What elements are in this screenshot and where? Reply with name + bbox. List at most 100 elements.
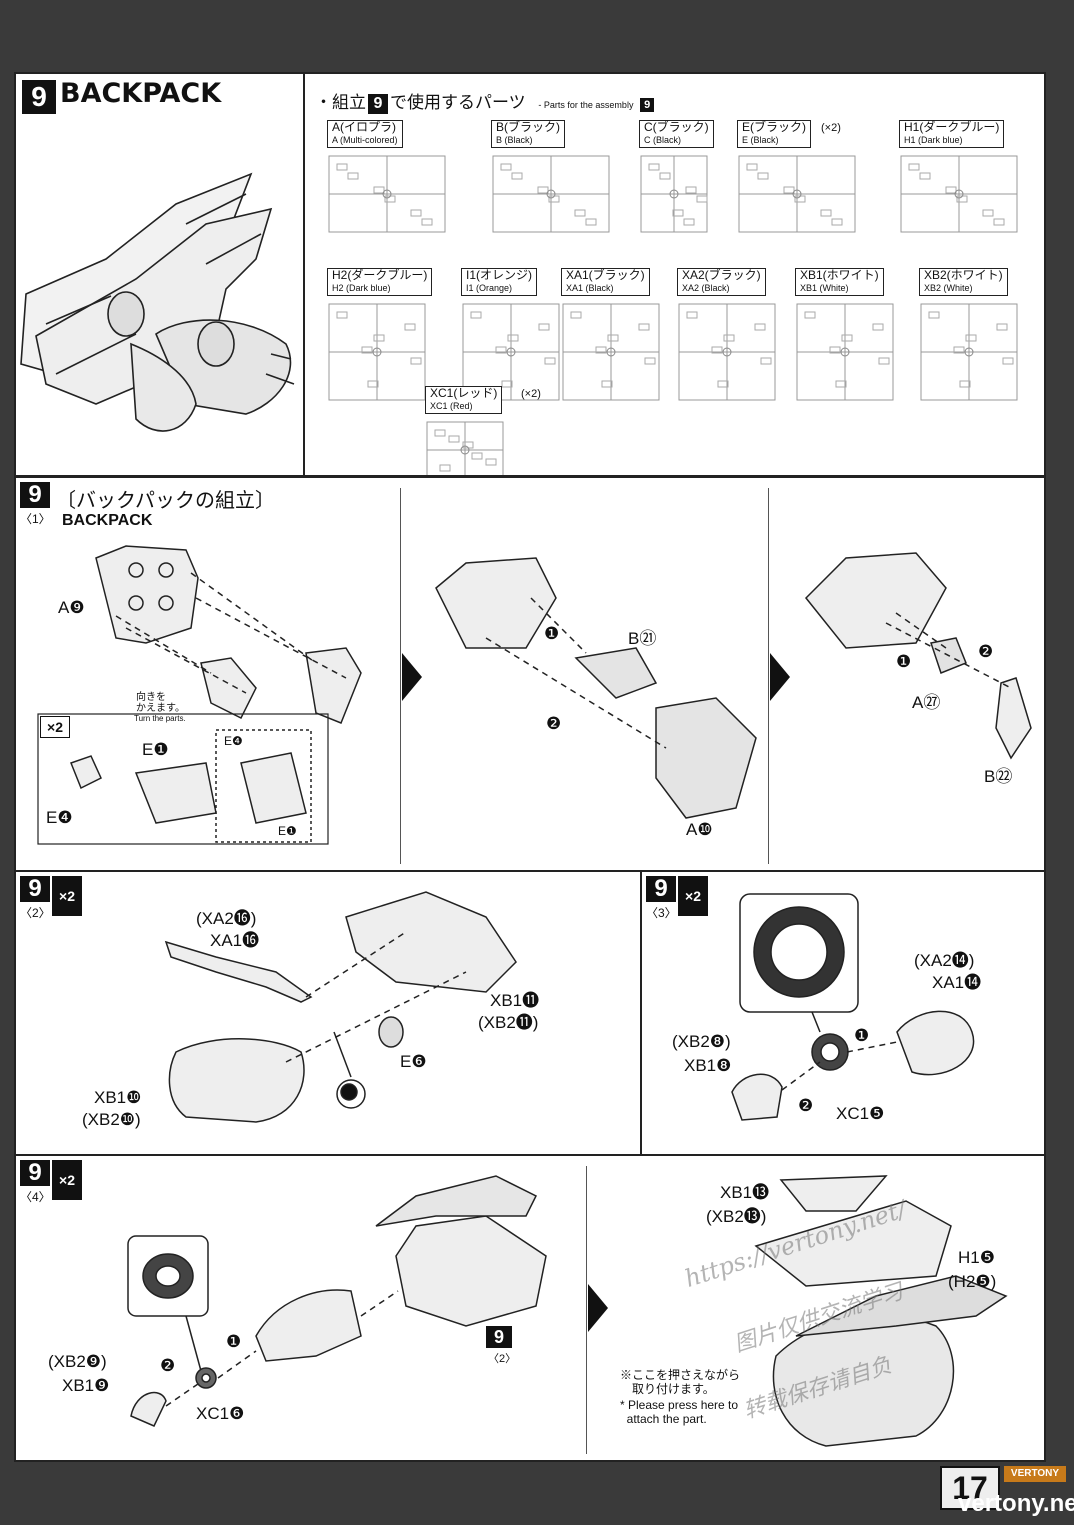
step-3-panel: 9 〈3〉 ×2 (XA2⓮) XA1⓮ (XB2❽) XB1❽ XC1❺ ❶ … (640, 870, 1046, 1156)
label-b21: B㉑ (628, 629, 657, 648)
label-xa1-14: XA1⓮ (932, 973, 982, 992)
turn-parts-note-jp: 向きを かえます。 (136, 692, 185, 714)
parts-heading-en: - Parts for the assembly (538, 100, 634, 110)
x2-badge: ×2 (52, 1160, 82, 1200)
sprue-runner-art (738, 155, 856, 233)
sprue-name-jp: XB1(ホワイト) (800, 268, 879, 282)
next-arrow (770, 653, 790, 701)
section-title: BACKPACK (60, 78, 222, 109)
press-note-jp: ※ここを押さえながら 取り付けます。 (620, 1368, 741, 1396)
parts-heading-jp2: で使用するパーツ (390, 93, 526, 112)
step-num-1: ❶ (896, 652, 912, 671)
sprue-name: I1(オレンジ)I1 (Orange) (461, 268, 538, 296)
sprue-name-jp: H2(ダークブルー) (332, 268, 428, 282)
x2-badge: ×2 (40, 716, 70, 738)
step-num-1: ❶ (226, 1332, 242, 1351)
label-e1-detail: E❶ (278, 824, 297, 838)
sprue-name-en: XA1 (Black) (566, 283, 614, 293)
label-e1: E❶ (142, 740, 169, 759)
brand-url: vertony.net (958, 1490, 1074, 1517)
step-num-2: ❷ (160, 1356, 176, 1375)
sprue-name-jp: H1(ダークブルー) (904, 120, 1000, 134)
sprue-runner-art (796, 303, 894, 401)
step-1-diagram (37, 545, 1032, 845)
divider (586, 1166, 587, 1454)
sprue-name-jp: XA2(ブラック) (682, 268, 761, 282)
label-xb1-9: XB1❾ (62, 1376, 110, 1395)
sprue-name-jp: XA1(ブラック) (566, 268, 645, 282)
sprue-name: XA2(ブラック)XA2 (Black) (677, 268, 766, 296)
sprue-name-en: XB2 (White) (924, 283, 973, 293)
sprue-name: H1(ダークブルー)H1 (Dark blue) (899, 120, 1005, 148)
backpack-preview-panel: 9 BACKPACK (14, 72, 305, 477)
step-num-1: ❶ (854, 1026, 870, 1045)
step-num-1: ❶ (544, 624, 560, 643)
label-xb2-13: (XB2⓭) (706, 1207, 767, 1226)
divider (400, 488, 401, 864)
sprue-name-jp: C(ブラック) (644, 120, 709, 134)
sprue-name: XB1(ホワイト)XB1 (White) (795, 268, 884, 296)
label-xa2-16: (XA2⓰) (196, 909, 257, 928)
sprue-runner-art (920, 303, 1018, 401)
sprue-name: XA1(ブラック)XA1 (Black) (561, 268, 650, 296)
step-title-jp: 〔バックパックの組立〕 (56, 490, 275, 512)
label-a27: A㉗ (912, 693, 941, 712)
sprue-name: XC1(レッド)XC1 (Red) (425, 386, 503, 414)
next-arrow (588, 1284, 608, 1332)
brand-tag: VERTONY (1004, 1466, 1066, 1482)
ref-sub: 〈2〉 (488, 1353, 517, 1365)
label-a9: A❾ (58, 598, 85, 617)
label-h2-5: (H2❺) (948, 1272, 997, 1291)
step-2-diagram (164, 891, 517, 1123)
label-e4-detail: E❹ (224, 734, 243, 748)
label-xb1-11: XB1⓫ (490, 991, 540, 1010)
sprue-runner-art (462, 303, 560, 401)
step-4-diagram (127, 1175, 1008, 1447)
step-4-panel: 9 〈4〉 ×2 (XB2❾) XB1❾ XC1❻ ❶ ❷ 9 〈2〉 (14, 1154, 1046, 1462)
sprue-name: XB2(ホワイト)XB2 (White) (919, 268, 1008, 296)
step-badge: 9 (20, 1160, 50, 1186)
step-title-en: BACKPACK (62, 512, 153, 529)
label-xa2-14: (XA2⓮) (914, 951, 975, 970)
sprue-name-en: E (Black) (742, 135, 779, 145)
label-xb2-10: (XB2❿) (82, 1110, 141, 1129)
step-1-panel: 9 〈1〉 〔バックパックの組立〕 BACKPACK (14, 476, 1046, 872)
turn-parts-note-en: Turn the parts. (134, 714, 186, 723)
parts-heading-jp: ・組立 (315, 93, 366, 112)
label-xb2-9: (XB2❾) (48, 1352, 107, 1371)
label-xb2-11: (XB2⓫) (478, 1013, 539, 1032)
step-num-2: ❷ (546, 714, 562, 733)
backpack-illustration (20, 172, 295, 432)
sprue-name-jp: B(ブラック) (496, 120, 560, 134)
label-xc1-5: XC1❺ (836, 1104, 885, 1123)
press-note-en: * Please press here to attach the part. (620, 1398, 739, 1426)
sprue-runner-art (426, 421, 504, 475)
sprue-runner-art (328, 303, 426, 401)
sprue-name-en: I1 (Orange) (466, 283, 513, 293)
x2-badge: ×2 (52, 876, 82, 916)
label-xb1-8: XB1❽ (684, 1056, 732, 1075)
sprue-runner-art (640, 155, 708, 233)
sprue-runner-art (678, 303, 776, 401)
step-2-panel: 9 〈2〉 ×2 (XA2⓰) XA1⓰ XB1⓫ (XB2⓫) E❻ XB1❿… (14, 870, 642, 1156)
label-xb2-8: (XB2❽) (672, 1032, 731, 1051)
parts-heading-en-badge: 9 (640, 98, 655, 112)
page-number: 17 (940, 1466, 1000, 1510)
sprue-name-jp: A(イロプラ) (332, 120, 396, 134)
sprue-name-jp: I1(オレンジ) (466, 268, 533, 282)
ref-badge: 9 (486, 1326, 512, 1348)
sprue-name-en: B (Black) (496, 135, 533, 145)
label-xc1-6: XC1❻ (196, 1404, 245, 1423)
label-a10: A❿ (686, 820, 713, 839)
sprue-runner-art (492, 155, 610, 233)
sprue-multiplier: (×2) (821, 122, 841, 134)
label-b22: B㉒ (984, 767, 1013, 786)
sprue-name: H2(ダークブルー)H2 (Dark blue) (327, 268, 433, 296)
label-xb1-10: XB1❿ (94, 1088, 142, 1107)
next-arrow (402, 653, 422, 701)
sprue-name-en: XA2 (Black) (682, 283, 730, 293)
sprue-name: C(ブラック)C (Black) (639, 120, 714, 148)
divider (768, 488, 769, 864)
